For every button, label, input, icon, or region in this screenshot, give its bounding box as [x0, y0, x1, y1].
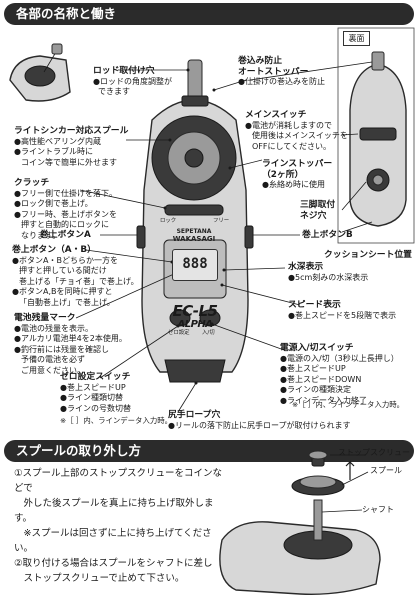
steps-text: ①スプール上部のストップスクリューをコインなどで 外した後スプールを真上に持ち上…: [14, 468, 223, 584]
back-view-label: 裏面: [343, 31, 370, 46]
label-battery: 電池残量マーク ●電池の残量を表示。 ●アルカリ電池単4を2本使用。 ●釣行前に…: [14, 313, 127, 375]
label-rod-holder: ロッド取付け穴 ●ロッドの角度調整が できます: [93, 66, 172, 96]
label-butt-rope: 尻手ロープ穴 ●リールの落下防止に尻手ロープが取付けられます: [168, 410, 351, 430]
label-line-stopper: ラインストッパー （2ヶ所） ●糸絡め時に使用: [262, 159, 333, 189]
label-zero-switch: ゼロ設定スイッチ ●巻上スピードUP ●ライン種類切替 ●ラインの号数切替: [60, 372, 131, 413]
lcd-display: 888: [172, 249, 218, 281]
label-button-a: 巻上ボタンA: [40, 230, 91, 240]
label-depth: 水深表示 ●5cm刻みの水深表示: [288, 262, 369, 282]
label-power-switch: 電源入/切スイッチ ●電源の入/切（3秒以上長押し） ●巻上スピードUP ●巻上…: [280, 343, 399, 405]
lock-label: ロック: [160, 218, 177, 224]
note-line-data-left: ※［ ］内、ラインデータ入力時。: [60, 416, 173, 425]
label-clutch: クラッチ ●フリー側で仕掛けを落下。 ●ロック側で巻上げ。 ●フリー時、巻上げボ…: [14, 178, 117, 240]
zero-button-label: ゼロ設定: [168, 330, 190, 336]
label-button-b: 巻上ボタンB: [302, 230, 353, 240]
label-ab-button: 巻上ボタン（A・B） ●ボタンA・Bどちらか一方を 押すと押している間だけ 巻上…: [12, 245, 139, 307]
spool-detail-illustration: [9, 43, 71, 102]
brand-label: SEPETANA WAKASAGI: [172, 228, 216, 243]
free-label: フリー: [213, 218, 230, 224]
note-line-data-right: ※［ ］内、ラインデータ入力時。: [292, 400, 405, 409]
label-tripod: 三脚取付 ネジ穴: [300, 200, 336, 221]
label-shaft: シャフト: [362, 505, 394, 514]
reel-back-illustration: [337, 27, 415, 244]
label-main-switch: メインスイッチ ●電池が消耗しますので 使用後はメインスイッチを OFFにしてく…: [245, 110, 348, 151]
power-button-label: 入/切: [202, 330, 215, 336]
section-header-parts: 各部の名称と働き: [4, 3, 414, 25]
label-stop-screw: ストップスクリュー: [338, 448, 410, 457]
product-logo: EC-L5 ALPHA: [172, 302, 218, 331]
label-spool: スプール: [370, 466, 402, 475]
label-light-spool: ライトシンカー対応スプール ●高性能ベアリング内蔵 ●ライントラブル時に コイン…: [14, 126, 129, 167]
label-auto-stopper: 巻込み防止 オートストッパー ●仕掛けの巻込みを防止: [238, 56, 325, 86]
label-speed: スピード表示 ●巻上スピードを5段階で表示: [288, 300, 397, 320]
label-cushion: クッションシート位置: [324, 250, 412, 260]
